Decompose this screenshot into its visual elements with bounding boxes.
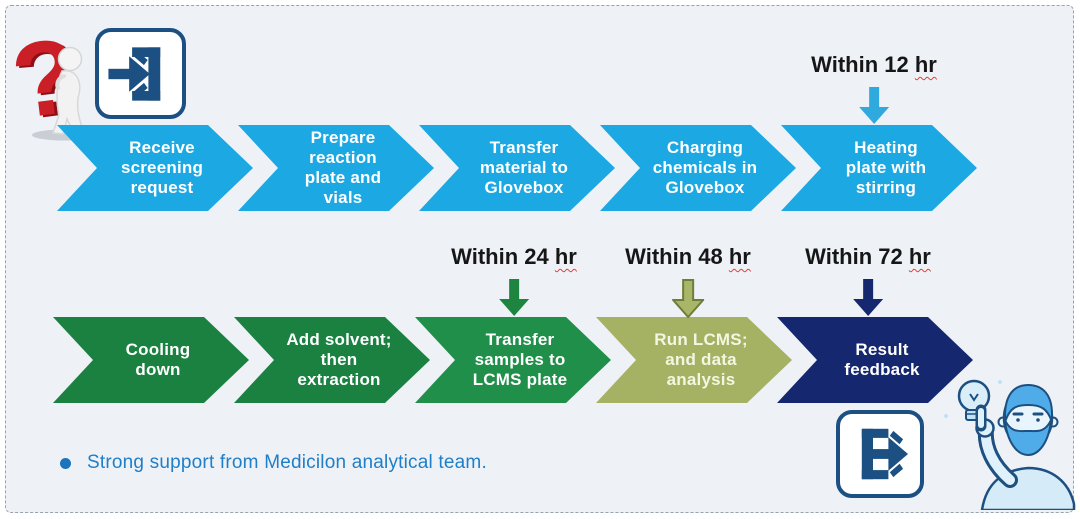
footer-note: Strong support from Medicilon analytical…: [60, 452, 487, 474]
thinking-figure: [51, 46, 87, 136]
idea-person-illustration: [944, 379, 1076, 510]
flow-step-label: Run LCMS; and data analysis: [654, 329, 748, 390]
timing-text: Within 48 hr: [625, 244, 751, 269]
timing-label-72hr: Within 72 hr: [805, 244, 931, 316]
down-arrow-icon: [498, 279, 529, 316]
flow-step-label: Prepare reaction plate and vials: [304, 127, 382, 208]
enter-icon: [95, 28, 186, 119]
timing-label-48hr: Within 48 hr: [625, 244, 751, 318]
exit-icon-glyph: [861, 428, 908, 480]
timing-label-24hr: Within 24 hr: [451, 244, 577, 316]
person-body: [975, 404, 1076, 510]
timing-text: Within 24 hr: [451, 244, 577, 269]
flow-step-label: Transfer samples to LCMS plate: [472, 329, 568, 390]
question-mark-figure-icon: ? ?: [6, 20, 96, 142]
exit-icon: [836, 410, 924, 498]
flow-step-heating-plate: Heating plate with stirring: [781, 125, 977, 211]
down-arrow-icon: [671, 279, 704, 318]
enter-icon-glyph: [107, 46, 160, 101]
flow-step-receive-screening-request: Receive screening request: [57, 125, 253, 211]
timing-label-12hr: Within 12 hr: [811, 52, 937, 124]
timing-text: Within 12 hr: [811, 52, 937, 77]
flow-step-label: Transfer material to Glovebox: [479, 137, 569, 198]
lightbulb-icon: [944, 379, 1002, 421]
flow-step-label: Charging chemicals in Glovebox: [652, 137, 758, 198]
flow-step-label: Receive screening request: [120, 137, 204, 198]
flow-step-label: Result feedback: [844, 339, 920, 379]
down-arrow-icon: [852, 279, 883, 316]
footer-note-text: Strong support from Medicilon analytical…: [87, 452, 487, 473]
flow-step-label: Add solvent; then extraction: [286, 329, 392, 390]
person-head: [997, 383, 1059, 457]
timing-text: Within 72 hr: [805, 244, 931, 269]
flow-step-label: Heating plate with stirring: [845, 137, 927, 198]
flow-step-label: Cooling down: [125, 339, 191, 379]
down-arrow-icon: [858, 87, 889, 124]
bullet-icon: [60, 457, 71, 469]
